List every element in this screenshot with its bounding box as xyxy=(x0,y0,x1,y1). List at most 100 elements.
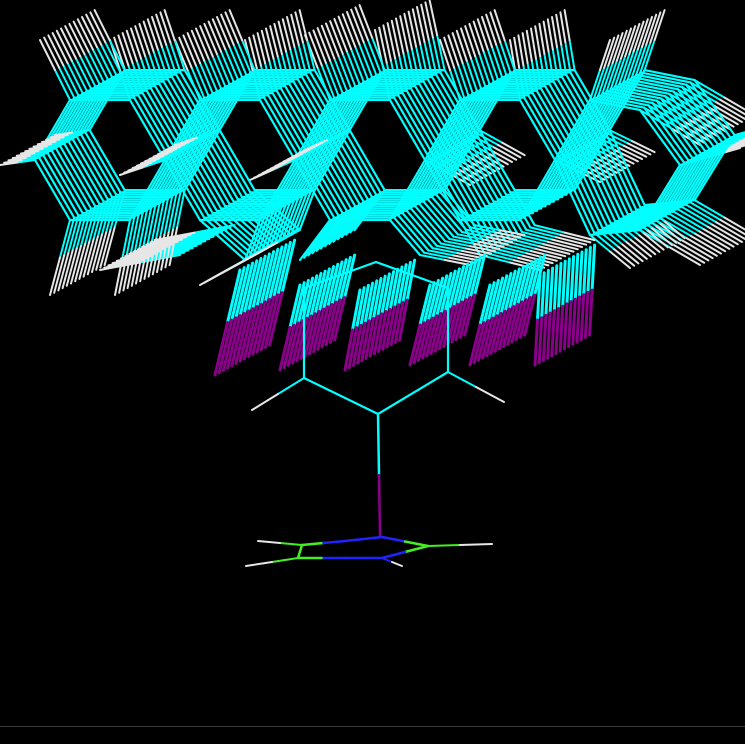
frame-13-bond-58 xyxy=(473,253,487,297)
frame-1-bond-26 xyxy=(378,26,388,64)
ligand-b-b-bond xyxy=(298,543,304,553)
frame-8-bond-45 xyxy=(622,215,645,235)
frame-10-bond-50 xyxy=(340,195,374,239)
frame-1-bond-41 xyxy=(603,36,616,69)
frame-6-bond-10 xyxy=(146,205,157,245)
frame-3-bond-59 xyxy=(481,316,495,360)
frame-10-bond-5 xyxy=(75,135,114,199)
frame-0-bond-58 xyxy=(418,283,432,327)
frame-7-bond-7 xyxy=(68,22,86,55)
frame-9-bond-60 xyxy=(573,252,580,301)
frame-1-bond-9 xyxy=(53,254,66,294)
frame-13-bond-48 xyxy=(443,189,476,227)
frame-13-bond-52 xyxy=(303,139,329,152)
frame-13-bond-63 xyxy=(498,229,526,237)
frame-6-bond-44 xyxy=(694,232,727,253)
frame-8-bond-60 xyxy=(569,255,576,304)
frame-2-bond-37 xyxy=(647,104,690,162)
frame-5-bond-9 xyxy=(70,245,82,285)
frame-4-bond-6 xyxy=(15,152,36,157)
frame-0-bond-33 xyxy=(439,39,451,71)
frame-13-bond-58 xyxy=(463,293,477,337)
frame-4-bond-45 xyxy=(625,241,648,260)
frame-7-bond-7 xyxy=(83,52,101,85)
frame-10-bond-9 xyxy=(101,196,113,236)
frame-8-bond-21 xyxy=(422,80,460,143)
frame-0-bond-7 xyxy=(54,69,71,101)
frame-2-bond-42 xyxy=(647,104,680,124)
frame-10-bond-17 xyxy=(228,46,243,78)
frame-8-bond-29 xyxy=(552,80,590,143)
frame-12-bond-22 xyxy=(439,131,477,194)
frame-7-bond-6 xyxy=(28,145,48,150)
frame-7-bond-45 xyxy=(618,217,641,237)
frame-13-bond-57 xyxy=(398,298,409,342)
frame-10-bond-58 xyxy=(450,300,464,344)
frame-11-bond-44 xyxy=(685,203,718,224)
ligand-nh-bond xyxy=(381,557,393,563)
frame-11-bond-9 xyxy=(95,231,108,271)
frame-9-bond-60 xyxy=(571,297,577,346)
frame-6-bond-9 xyxy=(74,242,87,283)
frame-10-bond-55 xyxy=(268,245,284,301)
frame-1-bond-42 xyxy=(673,124,706,144)
frame-12-bond-38 xyxy=(689,136,732,204)
frame-4-bond-57 xyxy=(367,279,379,323)
frame-12-bond-29 xyxy=(569,71,607,134)
frame-10-bond-3 xyxy=(170,135,209,199)
frame-2-bond-45 xyxy=(597,229,620,248)
frame-8-bond-41 xyxy=(632,20,645,53)
frame-2-bond-57 xyxy=(351,323,363,367)
frame-13-bond-62 xyxy=(276,229,301,244)
frame-10-bond-64 xyxy=(521,231,553,241)
frame-11-bond-5 xyxy=(80,133,118,196)
frame-9-bond-56 xyxy=(316,305,330,351)
ligand-h-bond-left xyxy=(251,393,279,411)
frame-12-bond-35 xyxy=(604,71,642,134)
frame-4-bond-34 xyxy=(525,29,533,62)
frame-7-bond-57 xyxy=(372,312,384,356)
frame-11-bond-48 xyxy=(435,193,468,231)
frame-11-bond-54 xyxy=(622,144,648,158)
frame-12-bond-10 xyxy=(171,191,182,231)
frame-12-bond-25 xyxy=(354,6,369,41)
frame-10-bond-44 xyxy=(711,223,743,243)
frame-2-bond-57 xyxy=(359,283,370,327)
frame-10-bond-38 xyxy=(680,140,724,209)
frame-13-bond-45 xyxy=(663,220,686,240)
frame-8-bond-18 xyxy=(277,20,288,53)
frame-7-bond-44 xyxy=(698,230,731,250)
frame-13-bond-36 xyxy=(643,68,696,82)
frame-6-bond-64 xyxy=(534,247,567,258)
frame-5-bond-61 xyxy=(160,242,202,252)
frame-11-bond-26 xyxy=(420,3,430,41)
frame-9-bond-57 xyxy=(388,267,400,311)
frame-5-bond-58 xyxy=(429,312,443,355)
frame-0-bond-45 xyxy=(589,234,611,253)
frame-11-bond-57 xyxy=(389,303,401,347)
frame-11-bond-36 xyxy=(635,73,688,86)
frame-6-bond-44 xyxy=(664,215,697,235)
frame-1-bond-37 xyxy=(643,106,686,164)
frame-4-bond-45 xyxy=(605,224,628,244)
frame-11-bond-61 xyxy=(185,228,228,239)
frame-2-bond-50 xyxy=(307,214,340,257)
frame-2-bond-47 xyxy=(252,214,270,257)
frame-6-bond-25 xyxy=(329,20,344,55)
frame-6-bond-41 xyxy=(614,55,627,88)
frame-7-bond-34 xyxy=(538,22,546,55)
frame-1-bond-63 xyxy=(423,251,451,259)
frame-13-bond-11 xyxy=(218,68,256,132)
frame-2-bond-2 xyxy=(137,94,175,157)
frame-11-bond-9 xyxy=(105,193,118,234)
frame-8-bond-44 xyxy=(702,228,735,248)
frame-10-bond-44 xyxy=(681,206,713,226)
frame-9-bond-44 xyxy=(676,208,709,228)
frame-12-bond-61 xyxy=(149,233,192,244)
frame-11-bond-0 xyxy=(80,73,118,136)
frame-5-bond-26 xyxy=(395,17,405,55)
frame-13-bond-17 xyxy=(241,39,256,72)
ligand-bh-bond-1 xyxy=(279,542,303,546)
